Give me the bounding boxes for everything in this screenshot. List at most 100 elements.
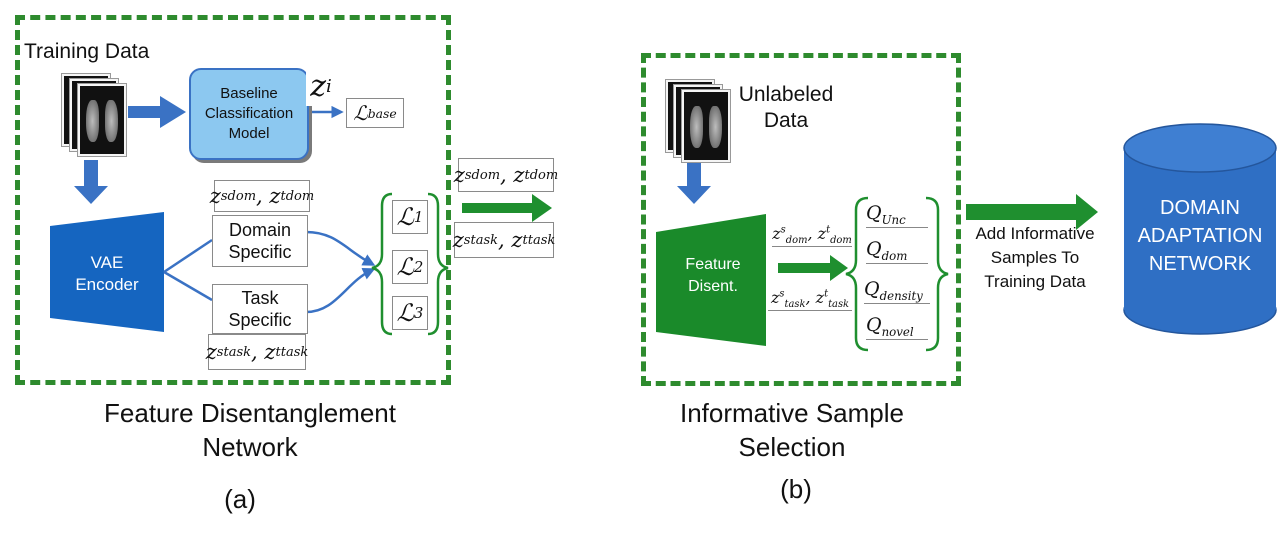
task-to-losses-arrow bbox=[305, 268, 376, 314]
losses-left-brace bbox=[371, 192, 393, 336]
arrow-unlabeled-to-disent bbox=[677, 160, 711, 204]
encoder-to-domain-line bbox=[163, 238, 213, 274]
z-symbol: z bbox=[269, 184, 281, 208]
z-superscript-s: s bbox=[220, 188, 228, 204]
query-symbol: Q bbox=[866, 202, 882, 224]
z-superscript-t: t bbox=[824, 288, 829, 300]
panel-a-letter: (a) bbox=[224, 484, 256, 514]
query-symbol: Q bbox=[866, 238, 882, 260]
z-subscript: dom bbox=[227, 188, 257, 204]
queries-right-brace bbox=[925, 196, 949, 352]
domain-specific-label: Domain Specific bbox=[228, 220, 292, 262]
z-subscript: dom bbox=[830, 235, 852, 247]
z-subscript: dom bbox=[285, 188, 315, 204]
z-superscript-s: s bbox=[463, 232, 471, 248]
loss-base-symbol: ℒ bbox=[353, 101, 368, 125]
domain-to-losses-arrow bbox=[305, 230, 376, 266]
z-symbol: z bbox=[772, 224, 781, 243]
training-data-label: Training Data bbox=[24, 40, 150, 63]
add-informative-samples-label: Add Informative Samples To Training Data bbox=[975, 224, 1095, 291]
domain-specific-box: Domain Specific bbox=[212, 215, 308, 267]
query-novel: Qnovel bbox=[866, 314, 928, 340]
z-subscript: task bbox=[280, 344, 309, 360]
panel-a-caption-line2: Network bbox=[202, 432, 298, 462]
z-superscript-s: s bbox=[464, 167, 472, 183]
loss-subscript: 1 bbox=[413, 208, 424, 226]
z-symbol: z bbox=[209, 184, 221, 208]
query-dom: Qdom bbox=[866, 238, 928, 264]
z-symbol: z bbox=[452, 228, 464, 252]
loss-symbol: ℒ bbox=[396, 203, 414, 231]
arrow-middle-green bbox=[462, 194, 552, 222]
panel-a-caption: Feature Disentanglement Network bbox=[60, 396, 440, 464]
panel-b-dashed-box bbox=[641, 53, 961, 386]
domain-adaptation-cylinder bbox=[1123, 123, 1277, 335]
z-dom-label-b: zsdom, ztdom bbox=[772, 224, 852, 248]
query-subscript: dom bbox=[881, 248, 908, 263]
query-symbol: Q bbox=[866, 314, 882, 336]
z-i-symbol: z bbox=[310, 68, 327, 104]
arrow-data-to-baseline bbox=[128, 96, 186, 128]
z-symbol: z bbox=[815, 288, 825, 307]
encoder-to-task-line bbox=[163, 270, 213, 302]
z-subscript: dom bbox=[529, 167, 559, 183]
task-specific-box: Task Specific bbox=[212, 284, 308, 334]
z-superscript-t: t bbox=[524, 167, 530, 183]
panel-a-dashed-box bbox=[15, 15, 451, 385]
z-superscript-t: t bbox=[522, 232, 528, 248]
loss-subscript: 2 bbox=[413, 258, 424, 276]
z-i-superscript: i bbox=[326, 75, 332, 97]
domain-adaptation-network-label: DOMAIN ADAPTATION NETWORK bbox=[1137, 197, 1263, 275]
baseline-model-label: Baseline Classification Model bbox=[204, 85, 294, 142]
query-subscript: novel bbox=[881, 324, 914, 339]
z-task-label-b: zstask, zttask bbox=[768, 288, 852, 312]
panel-b-caption: Informative Sample Selection bbox=[622, 396, 962, 464]
z-symbol: z bbox=[817, 224, 827, 243]
z-symbol: z bbox=[453, 163, 465, 187]
query-density: Qdensity bbox=[864, 278, 930, 304]
task-specific-label: Task Specific bbox=[228, 288, 292, 330]
z-symbol: z bbox=[513, 163, 525, 187]
query-subscript: Unc bbox=[881, 212, 906, 227]
arrow-to-network bbox=[966, 194, 1098, 230]
query-unc: QUnc bbox=[866, 202, 928, 228]
z-symbol: z bbox=[264, 340, 276, 364]
unlabeled-data-label: Unlabeled Data bbox=[738, 83, 834, 132]
xray-image bbox=[682, 90, 730, 162]
z-superscript-s: s bbox=[216, 344, 224, 360]
z-subscript: task bbox=[470, 232, 499, 248]
z-superscript-t: t bbox=[280, 188, 286, 204]
loss-symbol: ℒ bbox=[396, 299, 414, 327]
arrow-data-to-encoder bbox=[74, 160, 108, 204]
z-subscript: task bbox=[784, 299, 806, 311]
z-symbol: z bbox=[205, 340, 217, 364]
query-symbol: Q bbox=[864, 278, 880, 300]
z-subscript: dom bbox=[471, 167, 501, 183]
z-symbol: z bbox=[770, 288, 780, 307]
z-subscript: task bbox=[223, 344, 252, 360]
panel-b-caption-line1: Informative Sample bbox=[680, 398, 904, 428]
loss-subscript: 3 bbox=[413, 304, 424, 322]
panel-a-caption-line1: Feature Disentanglement bbox=[104, 398, 396, 428]
z-symbol: z bbox=[511, 228, 523, 252]
z-superscript-t: t bbox=[275, 344, 281, 360]
loss-base-subscript: base bbox=[367, 105, 397, 121]
z-superscript-s: s bbox=[780, 224, 786, 236]
queries-left-brace bbox=[845, 196, 869, 352]
z-superscript-s: s bbox=[779, 288, 785, 300]
xray-image bbox=[78, 84, 126, 156]
arrow-disent-to-queries bbox=[778, 255, 848, 281]
vae-encoder-label: VAE Encoder bbox=[75, 253, 139, 294]
feature-disent-shape bbox=[656, 214, 766, 346]
